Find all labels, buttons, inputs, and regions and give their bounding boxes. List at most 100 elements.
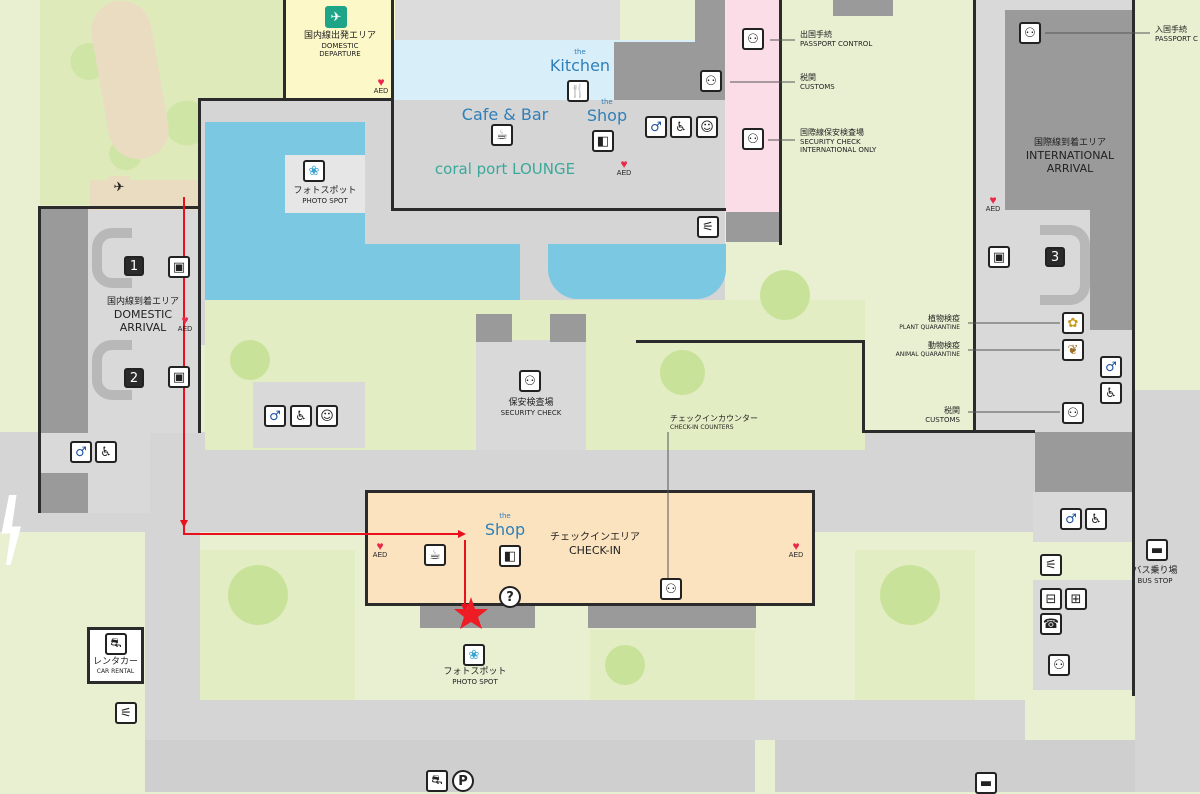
plane-arrival-icon: ✈ [108, 176, 130, 198]
wall [779, 0, 782, 245]
arrival-side-wall [38, 473, 88, 513]
wall [1132, 0, 1135, 696]
plane-departure-icon: ✈ [325, 6, 347, 28]
security-pillar [476, 314, 512, 342]
checkin-area-label: チェックインエリア CHECK-IN [550, 532, 640, 557]
cutlery-icon: 🍴 [567, 80, 589, 102]
wheelchair-icon: ♿ [290, 405, 312, 427]
tree [605, 645, 645, 685]
restroom-icon: ♂ [264, 405, 286, 427]
wall [198, 98, 393, 101]
checkin-counters-label: チェックインカウンター CHECK-IN COUNTERS [670, 414, 758, 431]
smoking-icon: ⚟ [115, 702, 137, 724]
customs-right-label: 税関 CUSTOMS [925, 406, 960, 424]
info-icon[interactable]: ? [499, 586, 521, 608]
car-rental-icon: ⛐ [105, 633, 127, 655]
wall [365, 603, 815, 606]
wall [365, 490, 368, 606]
security-officer-icon: ⚇ [742, 28, 764, 50]
baggage-belt-2 [92, 340, 132, 400]
animal-quarantine-label: 動物検疫 ANIMAL QUARANTINE [895, 341, 960, 358]
road-right-vertical [1135, 390, 1200, 792]
smoking-block [726, 212, 782, 242]
luggage-icon: ▣ [988, 246, 1010, 268]
baggage-belt-3 [1040, 225, 1090, 305]
star-icon [454, 597, 488, 629]
checkin-counter-bar [588, 603, 756, 628]
security-officer-icon: ⚇ [519, 370, 541, 392]
car-icon: ⛐ [426, 770, 448, 792]
bus-icon: ▬ [1146, 539, 1168, 561]
belt-number-2: 2 [124, 368, 144, 388]
wall [365, 490, 815, 493]
car-rental-box [87, 627, 144, 684]
wall [862, 340, 865, 432]
shop-bag-icon: ◧ [592, 130, 614, 152]
restroom-icon: ♂ [645, 116, 667, 138]
customs-icon: ⚇ [700, 70, 722, 92]
plant-quarantine-label: 植物検疫 PLANT QUARANTINE [899, 314, 960, 331]
lounge-wall-block [395, 0, 620, 40]
aed-icon: ♥AED [616, 157, 632, 177]
smoking-icon: ⚟ [697, 216, 719, 238]
domestic-arrival-label: 国内線到着エリア DOMESTIC ARRIVAL [106, 297, 179, 334]
aed-icon: ♥AED [372, 539, 388, 559]
car-rental-label: レンタカー CAR RENTAL [92, 657, 138, 675]
arrival-side-wall [38, 208, 88, 433]
aed-icon: ♥AED [373, 75, 389, 95]
pineapple-icon: ✿ [1062, 312, 1084, 334]
restroom-icon: ♂ [1060, 508, 1082, 530]
wall [198, 98, 201, 433]
road-lower [145, 700, 1025, 740]
tree [880, 565, 940, 625]
wall [283, 0, 286, 100]
smoking-icon: ⚟ [1040, 554, 1062, 576]
customs-icon: ⚇ [1062, 402, 1084, 424]
route-arrow [180, 520, 188, 528]
route-line [183, 197, 462, 535]
domestic-departure-label: 国内線出発エリア DOMESTIC DEPARTURE [303, 31, 376, 59]
security-pillar [550, 314, 586, 342]
intl-restroom-block [1033, 492, 1133, 542]
security-officer-icon: ⚇ [742, 128, 764, 150]
lounge-shop-label: the Shop [586, 98, 628, 126]
belt-number-1: 1 [124, 256, 144, 276]
shop-bag-icon: ◧ [499, 545, 521, 567]
photo-spot-icon: ❀ [463, 644, 485, 666]
photo-spot-box [285, 155, 365, 213]
international-arrival-label: 国際線到着エリア INTERNATIONAL ARRIVAL [1025, 138, 1115, 175]
luggage-icon: ▣ [168, 366, 190, 388]
route-arrow [458, 530, 466, 538]
parking-icon[interactable]: P [452, 770, 474, 792]
wall [38, 206, 198, 209]
wall [38, 206, 41, 513]
wheelchair-icon: ♿ [1100, 382, 1122, 404]
wheelchair-icon: ♿ [1085, 508, 1107, 530]
passport-control-label: 出国手続 PASSPORT CONTROL [800, 30, 873, 48]
restroom-icon: ♂ [70, 441, 92, 463]
parking-lot [145, 740, 755, 792]
wall [636, 340, 864, 343]
baggage-belt-1 [92, 228, 132, 288]
kitchen-block [614, 42, 696, 100]
baby-icon: ☺ [696, 116, 718, 138]
security-officer-icon: ⚇ [1019, 22, 1041, 44]
customs-top-label: 税関 CUSTOMS [800, 73, 835, 91]
top-right-block [833, 0, 893, 16]
wheelchair-icon: ♿ [670, 116, 692, 138]
tree [660, 350, 705, 395]
wall [812, 490, 815, 606]
checkin-counter-icon: ⚇ [660, 578, 682, 600]
baggage-service-icon: ⚇ [1048, 654, 1070, 676]
lounge-name-label: coral port LOUNGE [434, 160, 576, 178]
pond [548, 244, 726, 299]
bus-stop-label: バス乗り場 BUS STOP [1132, 566, 1178, 585]
photo-spot-icon: ❀ [303, 160, 325, 182]
photo-spot-bottom-label: フォトスポット PHOTO SPOT [443, 667, 507, 686]
security-label: 保安検査場 SECURITY CHECK [500, 398, 562, 417]
coffee-icon: ☕ [491, 124, 513, 146]
wall [391, 0, 394, 210]
aed-icon: ♥AED [177, 313, 193, 333]
belt-number-3: 3 [1045, 247, 1065, 267]
